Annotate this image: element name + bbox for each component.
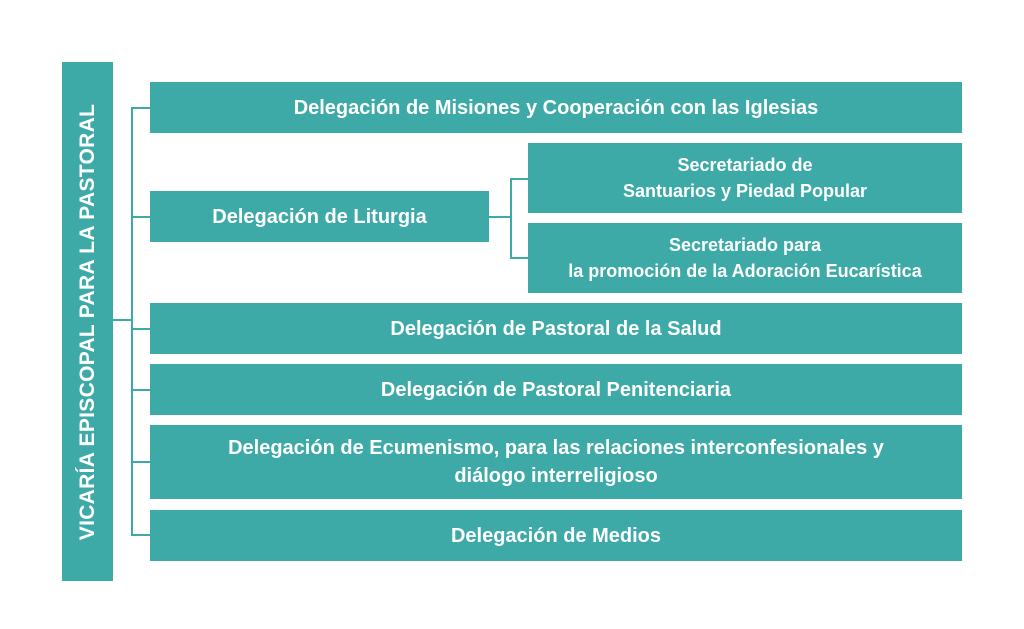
secretariado-santuarios: Secretariado de Santuarios y Piedad Popul…: [528, 143, 962, 213]
secretariado-adoracion: Secretariado para la promoción de la Ador…: [528, 223, 962, 293]
connector-sub: [510, 257, 528, 259]
delegacion-ecumenismo: Delegación de Ecumenismo, para las relac…: [150, 425, 962, 499]
box-label: la promoción de la Adoración Eucarística: [568, 261, 922, 281]
box-label: Delegación de Pastoral de la Salud: [390, 317, 722, 340]
connector-spine: [131, 107, 133, 536]
box-label: Delegación de Medios: [450, 524, 662, 547]
connector-branch: [131, 461, 150, 463]
connector-liturgia-spine: [510, 178, 512, 259]
connector-branch: [131, 389, 150, 391]
delegacion-salud: Delegación de Pastoral de la Salud: [150, 303, 962, 354]
box-label: Secretariado de: [677, 155, 813, 175]
box-label: diálogo interreligioso: [454, 465, 658, 487]
connector-branch: [131, 216, 150, 218]
box-label: Delegación de Liturgia: [212, 205, 427, 228]
box-label: Delegación de Ecumenismo, para las relac…: [228, 437, 884, 459]
connector-root: [113, 319, 133, 321]
box-label: Delegación de Misiones y Cooperación con…: [293, 96, 819, 119]
connector-liturgia: [489, 216, 511, 218]
box-label: Delegación de Pastoral Penitenciaria: [380, 378, 732, 401]
delegacion-medios: Delegación de Medios: [150, 510, 962, 561]
delegacion-penitenciaria: Delegación de Pastoral Penitenciaria: [150, 364, 962, 415]
box-label: Santuarios y Piedad Popular: [622, 181, 868, 201]
root-label: VICARÍA EPISCOPAL PARA LA PASTORAL: [75, 103, 99, 540]
delegacion-misiones: Delegación de Misiones y Cooperación con…: [150, 82, 962, 133]
root-vicaria-box: VICARÍA EPISCOPAL PARA LA PASTORAL: [62, 62, 113, 581]
connector-branch: [131, 328, 150, 330]
connector-branch: [131, 534, 150, 536]
connector-branch: [131, 107, 150, 109]
box-label: Secretariado para: [668, 235, 822, 255]
delegacion-liturgia: Delegación de Liturgia: [150, 191, 489, 242]
connector-sub: [510, 178, 528, 180]
